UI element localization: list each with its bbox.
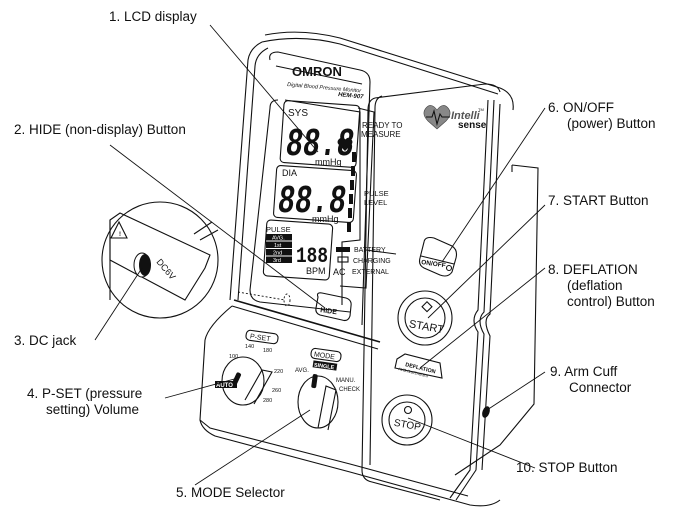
logo-text-sense: sense bbox=[458, 120, 487, 131]
lcd-panel bbox=[249, 51, 397, 326]
mode-check-label: CHECK bbox=[339, 387, 360, 393]
callout-hide-button: 2. HIDE (non-display) Button bbox=[14, 122, 186, 138]
warning-mark: ! bbox=[119, 232, 121, 238]
callout-text: 3. DC jack bbox=[14, 333, 77, 348]
mode-pointer bbox=[311, 374, 318, 389]
external-label: EXTERNAL bbox=[352, 269, 389, 276]
callout-onoff-button: 6. ON/OFF (power) Button bbox=[548, 100, 656, 132]
pulse-tag-avg: AVG. bbox=[272, 236, 285, 242]
callout-text: 5. MODE Selector bbox=[176, 485, 285, 500]
callout-text: control) Button bbox=[567, 294, 655, 309]
hide-button[interactable]: HIDE bbox=[237, 291, 352, 322]
pulse-unit: BPM bbox=[306, 266, 326, 276]
pset-tick-140: 140 bbox=[245, 344, 254, 350]
intellisense-logo: Intelli TM sense bbox=[423, 105, 487, 131]
callout-deflation-button: 8. DEFLATION (deflation control) Button bbox=[548, 262, 655, 310]
hide-label: HIDE bbox=[320, 307, 338, 316]
warning-icon bbox=[110, 220, 128, 239]
sys-unit: mmHg bbox=[315, 157, 342, 167]
pulse-tag-1st: 1st bbox=[274, 243, 282, 249]
pset-tick-260: 260 bbox=[272, 388, 281, 394]
start-icon bbox=[421, 300, 433, 313]
stop-button[interactable]: STOP bbox=[381, 394, 433, 446]
callout-text: 6. ON/OFF bbox=[548, 100, 615, 115]
dc-jack-label: DC6V bbox=[154, 257, 177, 282]
power-icon bbox=[445, 264, 453, 272]
pulse-tag-2nd: 2nd bbox=[273, 251, 282, 257]
stop-icon bbox=[403, 405, 413, 415]
mode-label: MODE bbox=[313, 351, 335, 361]
callout-text: setting) Volume bbox=[46, 402, 140, 417]
leader-lines bbox=[94, 24, 546, 486]
pulse-tags: AVG. 1st 2nd 3rd bbox=[266, 234, 292, 264]
pulse-value: 188 bbox=[296, 244, 328, 269]
callout-lcd-display: 1. LCD display bbox=[109, 9, 197, 25]
callout-text: 7. START Button bbox=[548, 193, 649, 208]
logo-text-intelli: Intelli bbox=[451, 110, 481, 122]
device-side-body bbox=[454, 164, 539, 476]
callout-text: 9. Arm Cuff bbox=[550, 364, 618, 379]
dc-jack-detail: ! DC6V bbox=[101, 201, 219, 319]
ready-label-2: MEASURE bbox=[361, 130, 401, 139]
pset-tick-220: 220 bbox=[274, 369, 283, 375]
callout-text: Connector bbox=[569, 380, 632, 395]
pset-tick-100: 100 bbox=[229, 354, 238, 360]
mode-avg-label: AVG. bbox=[295, 368, 309, 374]
brand-logo: OMRON bbox=[292, 64, 342, 79]
start-button[interactable]: START bbox=[397, 290, 453, 346]
callout-text: 10. STOP Button bbox=[516, 460, 618, 475]
callout-pset-volume: 4. P-SET (pressure setting) Volume bbox=[27, 386, 142, 418]
callout-text: 4. P-SET (pressure bbox=[27, 386, 143, 401]
ac-label: AC bbox=[333, 267, 346, 277]
pset-tick-280: 280 bbox=[263, 398, 272, 404]
charging-label: CHARGING bbox=[353, 258, 391, 265]
heart-pulse-icon bbox=[423, 105, 451, 130]
heart-icon bbox=[337, 137, 353, 151]
callout-mode-selector: 5. MODE Selector bbox=[176, 485, 285, 501]
callout-start-button: 7. START Button bbox=[548, 193, 649, 209]
callout-text: 8. DEFLATION bbox=[548, 262, 638, 277]
pset-label: P-SET bbox=[249, 333, 271, 343]
start-label: START bbox=[408, 318, 445, 336]
arm-cuff-connector[interactable] bbox=[481, 405, 492, 419]
ready-label-1: READY TO bbox=[362, 121, 402, 130]
callout-text: 1. LCD display bbox=[109, 9, 197, 24]
pulse-level-label-1: PULSE bbox=[364, 189, 389, 198]
dia-label: DIA bbox=[282, 168, 297, 178]
logo-tm: TM bbox=[478, 107, 484, 112]
callout-stop-button: 10. STOP Button bbox=[516, 460, 618, 476]
pset-auto-label: AUTO bbox=[216, 383, 233, 389]
battery-icon bbox=[336, 247, 350, 252]
stop-label: STOP bbox=[393, 418, 422, 434]
pulse-label: PULSE bbox=[266, 225, 291, 234]
dc-jack[interactable] bbox=[139, 254, 151, 276]
charging-icon bbox=[337, 256, 349, 263]
callout-dc-jack: 3. DC jack bbox=[14, 333, 76, 349]
pulse-level-bars bbox=[347, 152, 356, 232]
battery-label: BATTERY bbox=[354, 247, 386, 254]
dia-unit: mmHg bbox=[312, 214, 339, 224]
onoff-label: ON/OFF bbox=[421, 259, 446, 269]
lcd-contents: SYS 88.8 mmHg DIA 88.8 mmHg PULSE AVG. 1… bbox=[266, 108, 402, 277]
mode-selector[interactable]: MODE SINGLE AVG. MANU. CHECK bbox=[295, 347, 360, 431]
mode-manu-label: MANU. bbox=[336, 378, 356, 384]
pulse-tag-3rd: 3rd bbox=[273, 258, 281, 264]
dia-value: 88.8 bbox=[278, 180, 346, 225]
model-number: HEM-907 bbox=[338, 92, 364, 101]
callout-text: (power) Button bbox=[567, 116, 656, 131]
onoff-button[interactable]: ON/OFF bbox=[418, 236, 458, 277]
sys-label: SYS bbox=[288, 108, 308, 119]
pset-tick-180: 180 bbox=[263, 348, 272, 354]
mode-single-label: SINGLE bbox=[313, 362, 334, 371]
pset-dial[interactable]: P-SET AUTO 100 140 180 220 260 280 bbox=[215, 329, 283, 406]
pulse-level-label-2: LEVEL bbox=[364, 198, 387, 207]
callout-text: (deflation bbox=[567, 278, 623, 293]
callout-text: 2. HIDE (non-display) Button bbox=[14, 122, 186, 137]
device-housing bbox=[199, 31, 514, 507]
deflation-button[interactable]: DEFLATION AVG./1st/2nd/3rd bbox=[394, 353, 443, 379]
callout-arm-cuff-connector: 9. Arm Cuff Connector bbox=[550, 364, 631, 396]
